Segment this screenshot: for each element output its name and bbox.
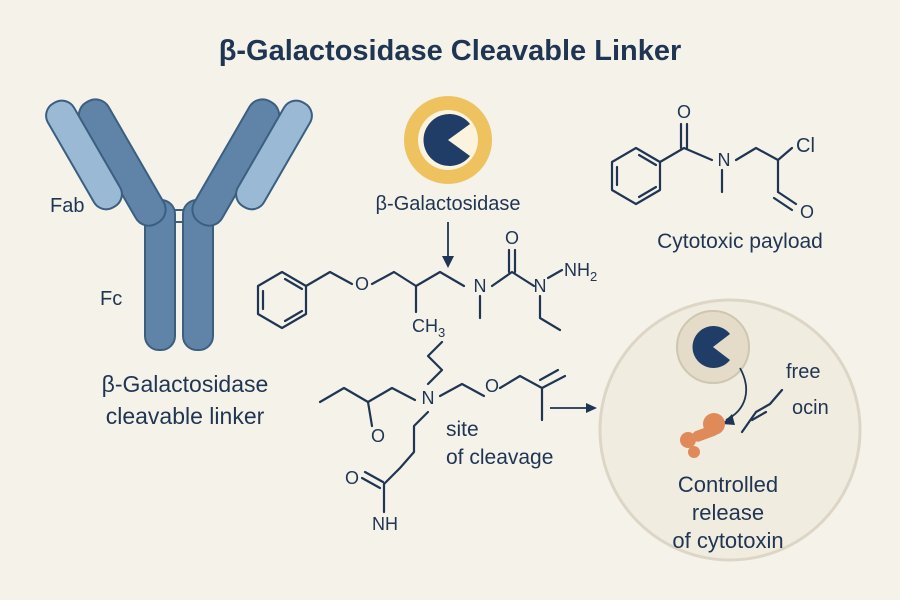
enzyme-icon-group bbox=[404, 96, 492, 184]
antibody-illustration bbox=[45, 98, 313, 351]
benzene-ring-linker bbox=[256, 270, 308, 330]
free-toxin-icon bbox=[680, 413, 725, 458]
cell-caption-line3: of cytotoxin bbox=[672, 528, 783, 553]
cell-caption-line1: Controlled bbox=[678, 472, 778, 497]
linker-structure bbox=[256, 248, 567, 514]
payload-atom-n: N bbox=[718, 150, 731, 170]
page-title: β-Galactosidase Cleavable Linker bbox=[219, 35, 682, 67]
atom-nh: NH bbox=[372, 514, 398, 534]
benzene-ring-payload bbox=[610, 146, 662, 206]
atom-o-ester: O bbox=[485, 376, 499, 396]
atom-o-ether: O bbox=[355, 274, 369, 294]
atom-n2: N bbox=[534, 276, 547, 296]
free-label-line2: ocin bbox=[792, 397, 829, 419]
pacman-enzyme-icon bbox=[423, 114, 470, 166]
cell-pacman-enzyme-icon bbox=[692, 326, 730, 369]
ester-chain bbox=[498, 374, 544, 390]
fab-light-chain-left bbox=[45, 99, 123, 211]
target-cell bbox=[598, 298, 862, 562]
fab-light-chain-right bbox=[235, 99, 313, 211]
n-right-chain bbox=[438, 382, 486, 398]
atom-o-carbonyl: O bbox=[505, 228, 519, 248]
cleavage-label-line2: of cleavage bbox=[446, 446, 553, 469]
linker-backbone bbox=[370, 270, 466, 288]
cell-caption-line2: release bbox=[692, 500, 764, 525]
payload-atom-cl: Cl bbox=[796, 135, 815, 157]
enzyme-arrow-head-icon bbox=[442, 256, 454, 268]
fc-label: Fc bbox=[100, 288, 122, 310]
atom-n1: N bbox=[474, 276, 487, 296]
linker-chain bbox=[304, 270, 354, 288]
atom-n-center: N bbox=[422, 388, 435, 408]
release-arrow-head-icon bbox=[586, 403, 597, 413]
n-down-chain bbox=[382, 410, 430, 486]
atom-o-left: O bbox=[371, 426, 385, 446]
free-label-line1: free bbox=[786, 361, 820, 383]
payload-label: Cytotoxic payload bbox=[657, 230, 823, 253]
atom-ch3: CH3 bbox=[412, 316, 445, 340]
cell-enzyme-group bbox=[676, 310, 750, 384]
atom-o-amide: O bbox=[345, 468, 359, 488]
enzyme-label: β-Galactosidase bbox=[376, 193, 521, 215]
free-fragment-bonds bbox=[740, 388, 784, 434]
fab-label: Fab bbox=[50, 195, 84, 217]
linker-to-n-chain bbox=[426, 340, 444, 386]
payload-atom-o-bottom: O bbox=[800, 202, 814, 222]
cleavage-label-line1: site bbox=[446, 418, 479, 441]
atom-nh2: NH2 bbox=[564, 260, 597, 284]
antibody-caption-line1: β-Galactosidase bbox=[102, 371, 269, 397]
antibody-caption-line2: cleavable linker bbox=[106, 403, 265, 429]
cell-release-arrow-head-icon bbox=[722, 414, 735, 425]
payload-structure bbox=[610, 122, 798, 212]
payload-atom-o-top: O bbox=[677, 102, 691, 122]
n-left-chain bbox=[318, 386, 417, 404]
